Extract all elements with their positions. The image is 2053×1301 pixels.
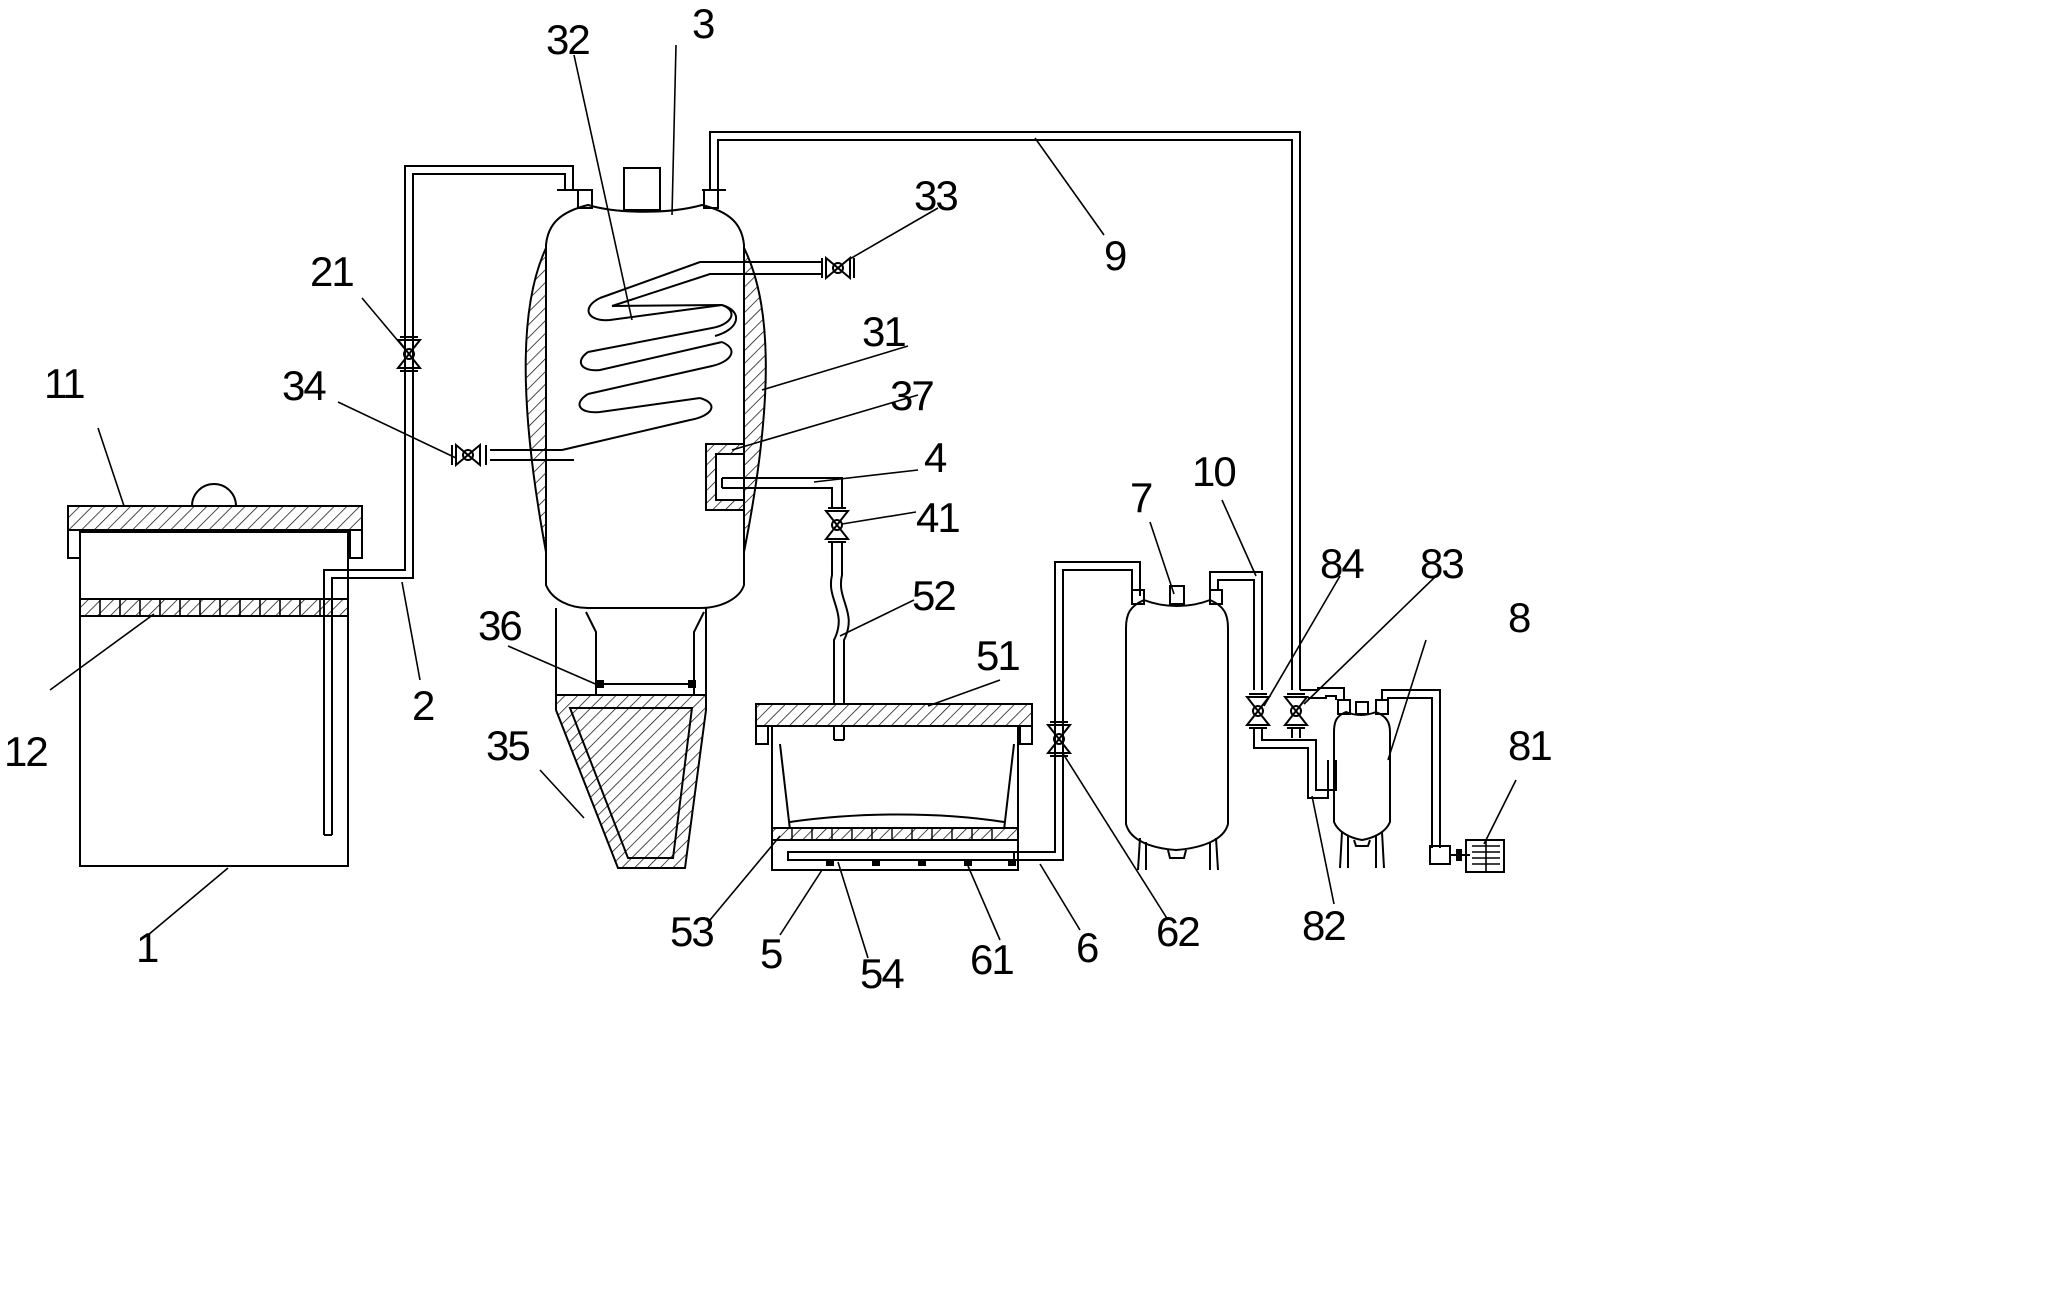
valve-21[interactable] [395, 336, 423, 372]
hose-52 [829, 542, 850, 741]
label-3: 3 [692, 0, 714, 47]
label-34: 34 [282, 362, 326, 409]
label-54: 54 [860, 950, 904, 992]
filter-plate-12 [79, 598, 349, 617]
label-81: 81 [1508, 722, 1551, 769]
valve-62[interactable] [1045, 721, 1073, 757]
label-51: 51 [976, 632, 1019, 679]
coil-32 [490, 261, 822, 461]
process-flow-diagram: 1 2 3 4 5 6 7 8 9 10 11 12 21 31 32 33 3… [4, 0, 1553, 992]
label-37: 37 [890, 372, 933, 419]
label-6: 6 [1076, 924, 1098, 971]
hopper-35 [555, 694, 707, 869]
label-32: 32 [546, 16, 589, 63]
valve-84[interactable] [1244, 693, 1272, 729]
filter-tank-5 [755, 703, 1033, 871]
rod-36 [596, 680, 696, 688]
label-33: 33 [914, 172, 957, 219]
label-8: 8 [1508, 594, 1530, 641]
label-21: 21 [310, 248, 353, 295]
part-labels: 1 2 3 4 5 6 7 8 9 10 11 12 21 31 32 33 3… [4, 0, 1553, 992]
label-36: 36 [478, 602, 521, 649]
tank-lid-11 [67, 505, 363, 531]
storage-tank-1 [67, 483, 363, 867]
label-53: 53 [670, 908, 713, 955]
label-31: 31 [862, 308, 905, 355]
label-1: 1 [136, 924, 158, 971]
label-52: 52 [912, 572, 955, 619]
leader-lines [49, 44, 1517, 959]
label-7: 7 [1130, 474, 1152, 521]
distributor-54 [787, 851, 1016, 866]
pipe-6 [1014, 561, 1141, 861]
label-35: 35 [486, 722, 529, 769]
lid-51 [755, 703, 1033, 727]
label-9: 9 [1104, 232, 1126, 279]
vessel-7 [1125, 585, 1229, 871]
label-11: 11 [44, 360, 84, 407]
label-5: 5 [760, 930, 782, 977]
jacket-31 [524, 247, 547, 553]
pipe-82 [1253, 687, 1345, 799]
reactor-3 [524, 167, 767, 869]
label-4: 4 [924, 434, 947, 481]
valve-41[interactable] [823, 507, 851, 543]
label-2: 2 [412, 682, 434, 729]
valve-83[interactable] [1282, 693, 1310, 729]
pipe-9 [702, 131, 1301, 690]
label-83: 83 [1420, 540, 1463, 587]
label-12: 12 [4, 728, 47, 775]
pipe-10 [1209, 571, 1263, 690]
label-10: 10 [1192, 448, 1235, 495]
label-62: 62 [1156, 908, 1199, 955]
vessel-8 [1333, 699, 1391, 869]
label-84: 84 [1320, 540, 1364, 587]
valve-34[interactable] [451, 442, 487, 468]
lid-knob [191, 483, 237, 507]
label-61: 61 [970, 936, 1013, 983]
pump-81 [1429, 839, 1505, 873]
label-82: 82 [1302, 902, 1345, 949]
label-41: 41 [916, 494, 959, 541]
valve-33[interactable] [821, 255, 855, 281]
plate-53 [771, 827, 1019, 841]
